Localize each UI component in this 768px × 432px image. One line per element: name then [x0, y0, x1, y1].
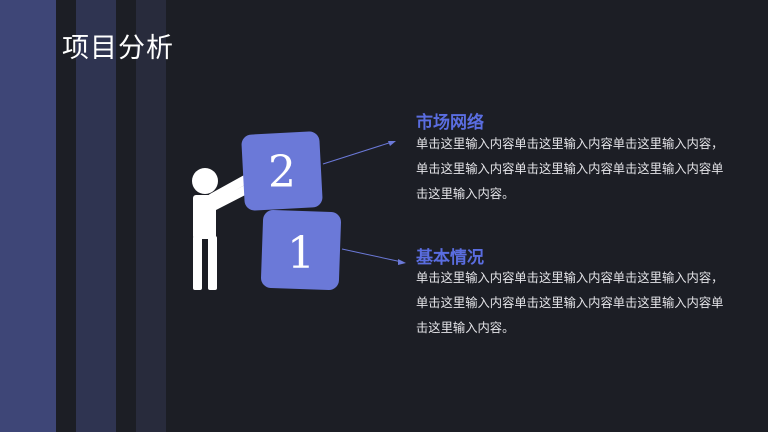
number-block-2: 2: [241, 131, 323, 211]
slide-title: 项目分析: [62, 33, 174, 64]
number-block-1: 1: [261, 210, 341, 290]
decor-stripe-wide: [0, 0, 56, 432]
section-heading-market: 市场网络: [416, 113, 484, 133]
arrow-icon: [322, 141, 396, 165]
block-number-2: 2: [268, 147, 296, 198]
section-body-market: 单击这里输入内容单击这里输入内容单击这里输入内容，单击这里输入内容单击这里输入内…: [416, 137, 724, 201]
decor-stripe-narrow: [136, 0, 166, 432]
arrow-icon: [341, 248, 406, 265]
section-body-basics: 单击这里输入内容单击这里输入内容单击这里输入内容，单击这里输入内容单击这里输入内…: [416, 271, 724, 335]
section-heading-basics: 基本情况: [416, 248, 484, 268]
person-icon: [192, 168, 256, 290]
block-number-1: 1: [287, 228, 315, 279]
decor-stripe-medium: [76, 0, 116, 432]
